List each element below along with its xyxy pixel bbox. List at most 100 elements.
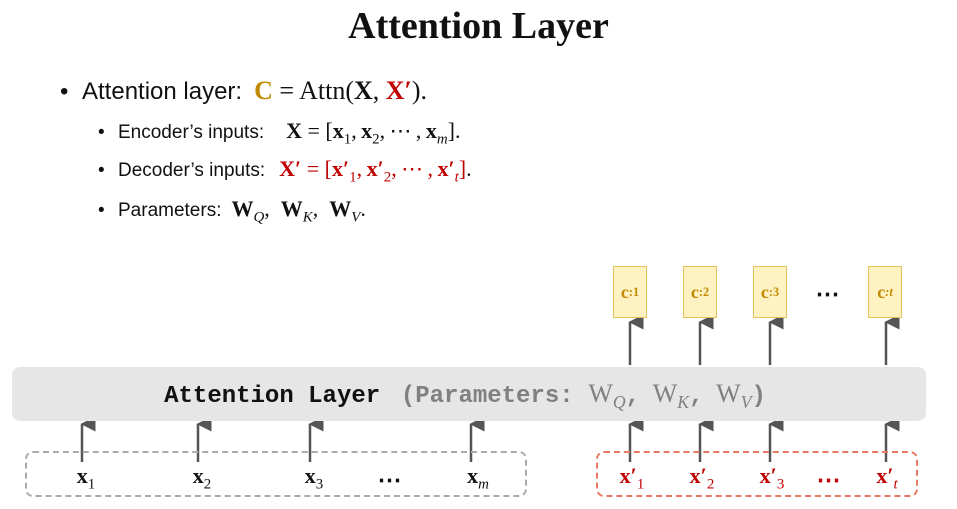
bullet-label: Parameters: bbox=[118, 200, 222, 221]
output-subscript: :t bbox=[885, 284, 893, 299]
bullet-label: Encoder’s inputs: bbox=[118, 122, 265, 143]
formula-symbol: x bbox=[425, 118, 437, 143]
param-subscript: Q bbox=[612, 392, 626, 413]
token-base: x′ bbox=[759, 463, 777, 488]
decoder-symbol: X′ bbox=[385, 76, 412, 105]
formula-symbol: W bbox=[231, 196, 254, 221]
formula-text: = [ bbox=[301, 156, 332, 181]
encoder-token: x3 bbox=[305, 463, 323, 493]
formula-symbol: x bbox=[332, 118, 344, 143]
output-subscript: :3 bbox=[768, 284, 780, 299]
encoder-inputs-box bbox=[25, 451, 527, 497]
formula-subscript: m bbox=[436, 131, 448, 148]
token-base: x bbox=[467, 463, 479, 488]
encoder-token: x2 bbox=[193, 463, 211, 493]
output-symbol: C bbox=[254, 76, 273, 105]
formula-symbol: x′ bbox=[331, 156, 350, 181]
decoder-ellipsis: ⋯ bbox=[816, 467, 842, 494]
bullet-attention-layer: • Attention layer: C = Attn(X, X′). bbox=[60, 76, 427, 106]
output-box-c3: c:3 bbox=[753, 266, 787, 318]
output-ellipsis: ⋯ bbox=[815, 281, 841, 308]
token-subscript: 1 bbox=[636, 476, 645, 493]
output-label: c bbox=[877, 281, 886, 302]
token-subscript: 3 bbox=[776, 476, 785, 493]
bullet-label: Attention layer: bbox=[82, 78, 243, 105]
decoder-token: x′2 bbox=[690, 463, 715, 493]
formula-text: . bbox=[466, 156, 472, 181]
encoder-symbol: X bbox=[354, 76, 373, 105]
output-subscript: :2 bbox=[698, 284, 710, 299]
formula-subscript: 1 bbox=[349, 169, 357, 186]
param-subscript: K bbox=[677, 392, 690, 413]
encoder-token: xm bbox=[467, 463, 489, 493]
formula-text: ⋯ bbox=[389, 118, 412, 143]
output-box-c2: c:2 bbox=[683, 266, 717, 318]
param-symbol: W bbox=[588, 379, 613, 408]
token-subscript: 3 bbox=[315, 476, 324, 493]
token-subscript: m bbox=[478, 476, 489, 493]
output-label: c bbox=[690, 281, 699, 302]
formula-symbol: x′ bbox=[366, 156, 384, 181]
token-subscript: 2 bbox=[203, 476, 212, 493]
layer-name: Attention Layer bbox=[164, 383, 381, 410]
formula-symbol: X bbox=[286, 118, 302, 143]
bullet-dot: • bbox=[98, 200, 105, 221]
token-subscript: t bbox=[893, 476, 898, 493]
attention-layer-bar bbox=[12, 367, 926, 421]
formula-symbol: x′ bbox=[437, 156, 455, 181]
layer-params-close: ) bbox=[751, 383, 766, 410]
formula-symbol: W bbox=[280, 196, 303, 221]
layer-params-label: (Parameters: bbox=[400, 383, 574, 410]
param-symbol: W bbox=[652, 379, 678, 408]
attention-layer-label: Attention Layer (Parameters: WQ, WK, WV) bbox=[164, 379, 766, 413]
parameters-formula: WQ, WK, WV. bbox=[231, 196, 366, 226]
formula-subscript: t bbox=[454, 169, 459, 186]
encoder-token: x1 bbox=[77, 463, 95, 493]
formula-text: ]. bbox=[447, 118, 461, 143]
output-box-c1: c:1 bbox=[613, 266, 647, 318]
formula-symbol: W bbox=[329, 196, 352, 221]
bullet-encoder-inputs: • Encoder’s inputs: X = [x1, x2, ⋯ , xm]… bbox=[98, 118, 460, 148]
attention-formula: C = Attn(X, X′). bbox=[254, 76, 427, 106]
formula-subscript: 1 bbox=[343, 131, 352, 148]
formula-text: = [ bbox=[302, 118, 333, 143]
decoder-token: x′1 bbox=[620, 463, 645, 493]
bullet-label: Decoder’s inputs: bbox=[118, 160, 266, 181]
formula-text: = Attn( bbox=[272, 76, 354, 105]
param-symbol: W bbox=[716, 379, 741, 408]
token-base: x bbox=[192, 463, 204, 488]
formula-text: , bbox=[372, 76, 386, 105]
token-subscript: 2 bbox=[706, 476, 715, 493]
decoder-formula: X′ = [x′1, x′2, ⋯ , x′t] bbox=[279, 156, 467, 186]
slide-title: Attention Layer bbox=[348, 5, 609, 47]
decoder-token: x′t bbox=[876, 463, 897, 493]
token-base: x′ bbox=[619, 463, 637, 488]
bullet-dot: • bbox=[98, 160, 105, 181]
formula-subscript: Q bbox=[253, 209, 265, 226]
formula-symbol: x bbox=[361, 118, 373, 143]
output-box-ct: c:t bbox=[868, 266, 902, 318]
bullet-decoder-inputs: • Decoder’s inputs: X′ = [x′1, x′2, ⋯ , … bbox=[98, 156, 472, 186]
token-base: x bbox=[76, 463, 88, 488]
formula-subscript: 2 bbox=[372, 131, 380, 148]
formula-text: . bbox=[360, 196, 366, 221]
output-label: c bbox=[620, 281, 629, 302]
output-subscript: :1 bbox=[628, 284, 640, 299]
token-base: x′ bbox=[876, 463, 894, 488]
decoder-token: x′3 bbox=[760, 463, 785, 493]
formula-text: ] bbox=[458, 156, 467, 181]
formula-subscript: V bbox=[351, 209, 361, 226]
decoder-inputs-box bbox=[596, 451, 918, 497]
token-subscript: 1 bbox=[87, 476, 96, 493]
encoder-formula: X = [x1, x2, ⋯ , xm]. bbox=[286, 118, 461, 148]
formula-text: ⋯ bbox=[401, 156, 424, 181]
param-subscript: V bbox=[740, 392, 752, 413]
token-base: x bbox=[304, 463, 316, 488]
formula-subscript: K bbox=[302, 209, 313, 226]
output-label: c bbox=[760, 281, 769, 302]
encoder-ellipsis: ⋯ bbox=[377, 467, 403, 494]
token-base: x′ bbox=[689, 463, 707, 488]
formula-symbol: X′ bbox=[279, 156, 302, 181]
bullet-parameters: • Parameters: WQ, WK, WV. bbox=[98, 196, 366, 226]
